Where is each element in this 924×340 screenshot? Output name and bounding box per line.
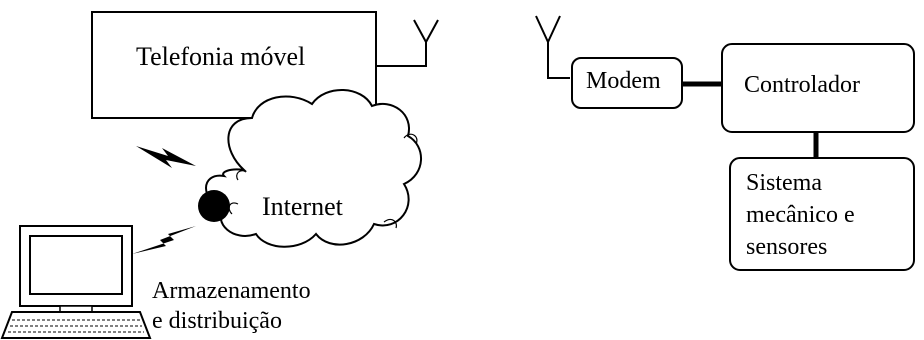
sistema-label-line1: Sistema — [746, 170, 822, 196]
sistema-label-line3: sensores — [746, 234, 828, 260]
sistema-box — [729, 157, 915, 271]
controlador-label: Controlador — [744, 72, 860, 98]
sistema-label-line2: mecânico e — [746, 202, 855, 228]
telefonia-antenna-icon — [376, 19, 439, 67]
modem-antenna-icon — [535, 15, 570, 79]
internet-cloud — [205, 89, 422, 248]
modem-label: Modem — [586, 68, 661, 94]
computer-icon — [0, 225, 152, 339]
internet-node-dot — [198, 190, 230, 222]
lightning-bolt-icon — [132, 226, 196, 254]
storage-label-line2: e distribuição — [152, 308, 282, 334]
lightning-bolt-icon — [136, 146, 196, 168]
storage-label-line1: Armazenamento — [152, 278, 311, 304]
telefonia-label: Telefonia móvel — [136, 42, 306, 71]
internet-label: Internet — [262, 192, 343, 221]
